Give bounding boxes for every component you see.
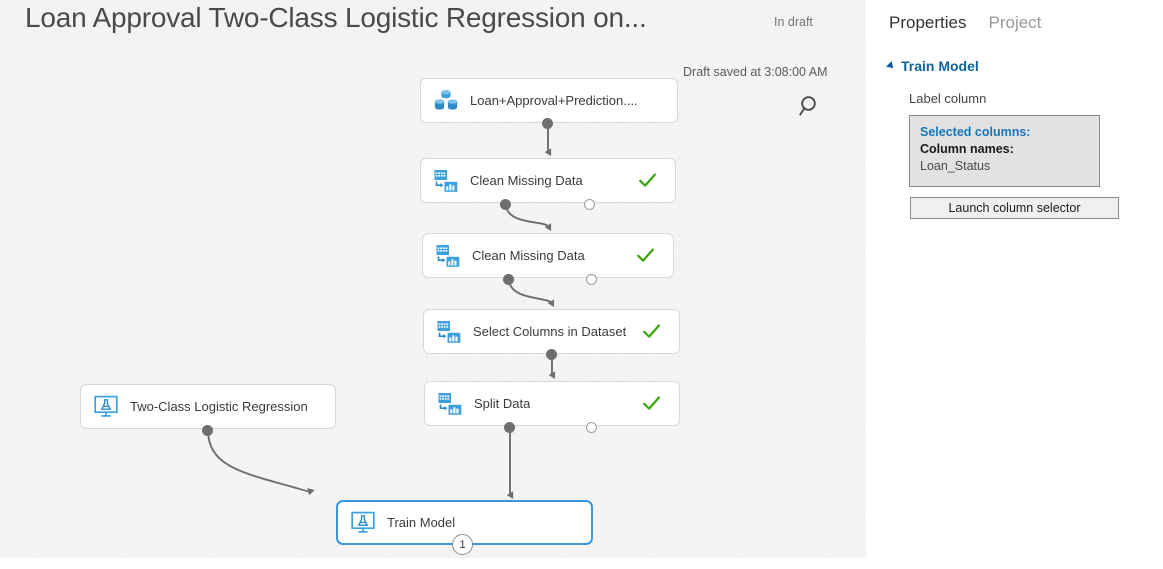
port-output2-clean-missing-data-1[interactable] bbox=[584, 199, 595, 210]
node-label: Select Columns in Dataset bbox=[473, 324, 627, 339]
draft-saved-timestamp: Draft saved at 3:08:00 AM bbox=[683, 65, 828, 79]
node-clean-missing-data-2[interactable]: Clean Missing Data bbox=[422, 233, 674, 278]
port-output-clean-missing-data-2[interactable] bbox=[503, 274, 514, 285]
data-transform-icon bbox=[437, 320, 461, 343]
ml-module-icon bbox=[351, 511, 375, 533]
status-badge: In draft bbox=[774, 15, 813, 29]
port-output2-clean-missing-data-2[interactable] bbox=[586, 274, 597, 285]
column-names-row: Column names: bbox=[920, 141, 1089, 158]
node-label: Clean Missing Data bbox=[472, 248, 585, 263]
panel-tab-list: Properties Project bbox=[889, 13, 1041, 33]
selected-columns-heading: Selected columns: bbox=[920, 125, 1031, 139]
search-icon[interactable] bbox=[797, 93, 823, 119]
page-title: Loan Approval Two-Class Logistic Regress… bbox=[25, 2, 647, 33]
data-transform-icon bbox=[438, 392, 462, 415]
header-bar: Loan Approval Two-Class Logistic Regress… bbox=[0, 0, 866, 40]
collapse-triangle-icon bbox=[886, 61, 896, 71]
launch-column-selector-button[interactable]: Launch column selector bbox=[910, 197, 1119, 219]
status-check-icon bbox=[639, 173, 656, 187]
column-names-label: Column names bbox=[920, 142, 1010, 156]
canvas-inner: Draft saved at 3:08:00 AM bbox=[0, 40, 866, 558]
node-dataset[interactable]: Loan+Approval+Prediction.... bbox=[420, 78, 678, 123]
column-names-colon: : bbox=[1009, 142, 1014, 156]
dataset-icon bbox=[434, 89, 458, 110]
selected-column-value: Loan_Status bbox=[920, 159, 991, 173]
port-output-select-columns-in-dataset[interactable] bbox=[546, 349, 557, 360]
tab-project[interactable]: Project bbox=[988, 13, 1042, 32]
module-section-title: Train Model bbox=[901, 58, 979, 74]
node-clean-missing-data-1[interactable]: Clean Missing Data bbox=[420, 158, 676, 203]
node-label: Two-Class Logistic Regression bbox=[130, 399, 308, 414]
port-output2-split-data[interactable] bbox=[586, 422, 597, 433]
node-two-class-logistic-regression[interactable]: Two-Class Logistic Regression bbox=[80, 384, 336, 429]
port-output-dataset[interactable] bbox=[542, 118, 553, 129]
pipeline-canvas[interactable]: Draft saved at 3:08:00 AM bbox=[0, 40, 866, 558]
selected-columns-box: Selected columns: Column names: Loan_Sta… bbox=[909, 115, 1100, 187]
node-select-columns-in-dataset[interactable]: Select Columns in Dataset bbox=[423, 309, 680, 354]
module-section-toggle[interactable]: Train Model bbox=[886, 58, 979, 74]
node-label: Train Model bbox=[387, 515, 456, 530]
status-check-icon bbox=[637, 248, 654, 262]
status-check-icon bbox=[643, 396, 660, 410]
properties-panel: Properties Project Train Model Label col… bbox=[866, 0, 1163, 569]
tab-properties[interactable]: Properties bbox=[889, 13, 967, 32]
node-label: Clean Missing Data bbox=[470, 173, 583, 188]
node-badge-count[interactable]: 1 bbox=[452, 534, 473, 555]
data-transform-icon bbox=[436, 244, 460, 267]
node-split-data[interactable]: Split Data bbox=[424, 381, 680, 426]
ml-module-icon bbox=[94, 395, 118, 417]
data-transform-icon bbox=[434, 169, 458, 192]
status-check-icon bbox=[643, 324, 660, 338]
node-label: Split Data bbox=[474, 396, 531, 411]
node-label: Loan+Approval+Prediction.... bbox=[470, 93, 638, 108]
port-output-split-data[interactable] bbox=[504, 422, 515, 433]
port-output-clean-missing-data-1[interactable] bbox=[500, 199, 511, 210]
port-output-two-class-logistic-regression[interactable] bbox=[202, 425, 213, 436]
label-column-caption: Label column bbox=[909, 91, 987, 106]
